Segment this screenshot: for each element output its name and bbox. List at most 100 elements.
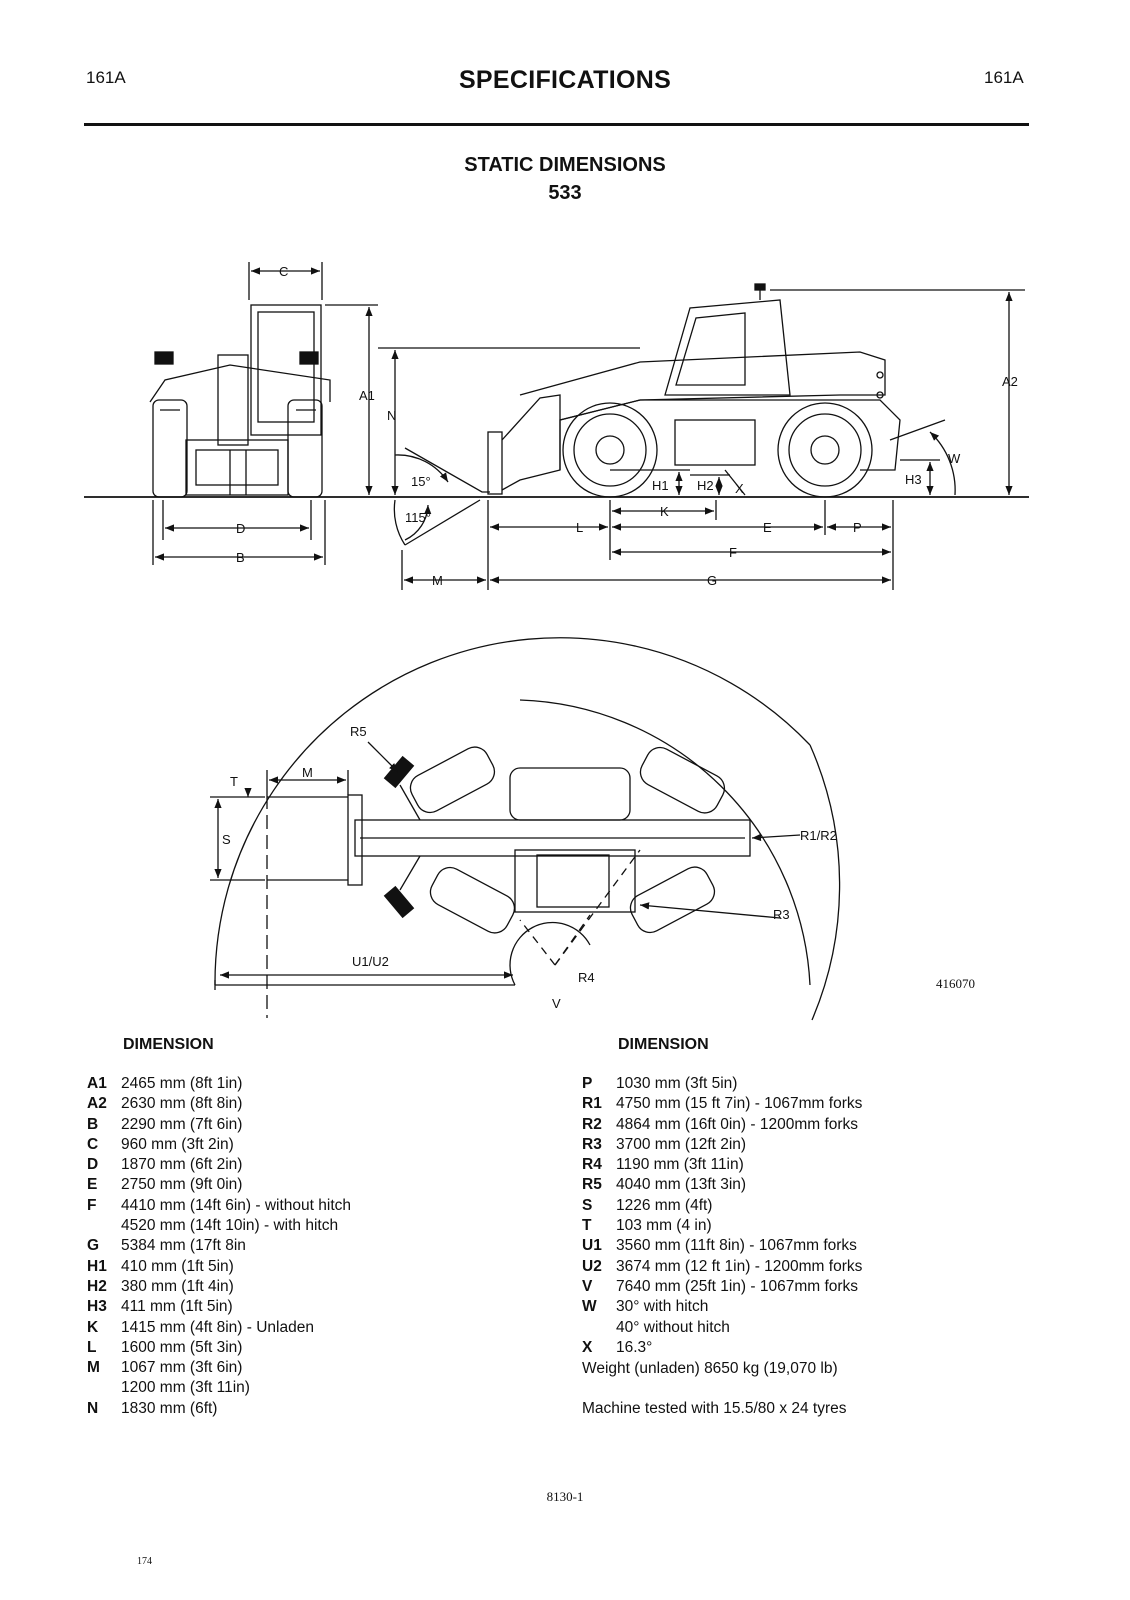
dimension-row: D 1870 mm (6ft 2in): [87, 1155, 351, 1175]
label-d: D: [236, 521, 245, 536]
dimension-code: C: [87, 1135, 99, 1153]
dimension-drawing: C A1 D B N A2 15° 115° H1 H2 X H3 W K L …: [84, 262, 1029, 1021]
dimension-row: H2 380 mm (1ft 4in): [87, 1277, 351, 1297]
dimension-heading-right: DIMENSION: [618, 1036, 709, 1053]
dimension-row: S 1226 mm (4ft): [582, 1196, 862, 1216]
label-u1-u2: U1/U2: [352, 954, 389, 969]
label-m: M: [432, 573, 443, 588]
dimension-value: 1600 mm (5ft 3in): [121, 1338, 243, 1356]
dimension-code: D: [87, 1156, 99, 1174]
label-h1: H1: [652, 478, 669, 493]
label-angle-115: 115°: [405, 510, 431, 525]
dimension-value: 2750 mm (9ft 0in): [121, 1176, 243, 1194]
label-t: T: [230, 774, 238, 789]
dimension-value: 4410 mm (14ft 6in) - without hitch: [121, 1196, 352, 1214]
label-w: W: [948, 451, 961, 466]
label-g: G: [707, 573, 717, 588]
dimension-code: M: [87, 1359, 100, 1377]
label-l: L: [576, 520, 583, 535]
dimension-code: H2: [87, 1277, 107, 1295]
dimension-row: 1200 mm (3ft 11in): [87, 1378, 351, 1398]
dimension-value: 1030 mm (3ft 5in): [616, 1075, 738, 1092]
dimension-row: C 960 mm (3ft 2in): [87, 1135, 351, 1155]
dimension-value: 1830 mm (6ft): [121, 1399, 218, 1417]
machine-weight: Weight (unladen) 8650 kg (19,070 lb): [582, 1360, 838, 1377]
label-angle-15: 15°: [411, 474, 431, 489]
dimension-code: E: [87, 1176, 98, 1194]
dimension-value: 1415 mm (4ft 8in) - Unladen: [121, 1318, 314, 1336]
label-r4: R4: [578, 970, 595, 985]
dimension-code: B: [87, 1115, 99, 1133]
label-a1: A1: [359, 388, 375, 403]
dimension-row: R1 4750 mm (15 ft 7in) - 1067mm forks: [582, 1094, 862, 1114]
dimension-code: R2: [582, 1115, 602, 1133]
dimension-row: E 2750 mm (9ft 0in): [87, 1175, 351, 1195]
dimension-code: [87, 1216, 121, 1236]
dimension-row: X 16.3°: [582, 1338, 862, 1358]
dimension-code: P: [582, 1075, 593, 1092]
dimension-value: 1190 mm (3ft 11in): [616, 1156, 744, 1174]
dimension-row: 40° without hitch: [582, 1318, 862, 1338]
label-x: X: [735, 481, 744, 496]
dimension-code: H1: [87, 1257, 107, 1275]
dimension-value: 1226 mm (4ft): [616, 1196, 713, 1214]
page-title: SPECIFICATIONS: [458, 66, 672, 94]
dimension-value: 3560 mm (11ft 8in) - 1067mm forks: [616, 1237, 857, 1255]
dimension-value: 16.3°: [616, 1338, 653, 1356]
label-r5: R5: [350, 724, 367, 739]
dimension-row: N 1830 mm (6ft): [87, 1399, 351, 1419]
dimension-value: 3674 mm (12 ft 1in) - 1200mm forks: [616, 1257, 863, 1275]
dimension-value: 103 mm (4 in): [616, 1217, 712, 1235]
dimension-value: 2465 mm (8ft 1in): [121, 1075, 243, 1092]
label-h2: H2: [697, 478, 714, 493]
front-view-machine: [149, 304, 331, 498]
dimension-list-right: P 1030 mm (3ft 5in) R1 4750 mm (15 ft 7in) …: [582, 1074, 862, 1358]
figure-title: STATIC DIMENSIONS: [464, 154, 666, 176]
dimension-row: R4 1190 mm (3ft 11in): [582, 1155, 862, 1175]
dimension-value: 4750 mm (15 ft 7in) - 1067mm forks: [616, 1095, 863, 1113]
tyre-note: Machine tested with 15.5/80 x 24 tyres: [582, 1400, 847, 1417]
dimension-code: [87, 1378, 121, 1398]
dimension-value: 1200 mm (3ft 11in): [121, 1379, 250, 1397]
plan-view-machine: [267, 746, 751, 934]
dimension-code: S: [582, 1196, 593, 1214]
dimension-code: U2: [582, 1257, 602, 1275]
dimension-code: R4: [582, 1156, 602, 1174]
label-b: B: [236, 550, 245, 565]
figure-id: 416070: [936, 976, 975, 991]
header-rule: [84, 123, 1029, 126]
label-p: P: [853, 520, 862, 535]
label-h3: H3: [905, 472, 922, 487]
dimension-value: 30° with hitch: [616, 1298, 709, 1316]
dimension-code: A2: [87, 1095, 107, 1113]
dimension-value: 960 mm (3ft 2in): [121, 1135, 234, 1153]
page-number: 174: [137, 1556, 152, 1567]
side-view-machine: [404, 283, 946, 546]
label-f: F: [729, 545, 737, 560]
dimension-code: V: [582, 1277, 593, 1295]
dimension-value: 380 mm (1ft 4in): [121, 1277, 234, 1295]
dimension-value: 1870 mm (6ft 2in): [121, 1156, 243, 1174]
label-c: C: [279, 264, 288, 279]
dimension-code: R3: [582, 1135, 602, 1153]
dimension-value: 4864 mm (16ft 0in) - 1200mm forks: [616, 1115, 859, 1133]
dimension-heading-left: DIMENSION: [123, 1036, 214, 1053]
dimension-code: H3: [87, 1298, 107, 1316]
dimension-code: R5: [582, 1176, 602, 1194]
label-k: K: [660, 504, 669, 519]
dimension-code: N: [87, 1399, 99, 1417]
dimension-code: X: [582, 1338, 593, 1356]
dimension-code: R1: [582, 1095, 602, 1113]
